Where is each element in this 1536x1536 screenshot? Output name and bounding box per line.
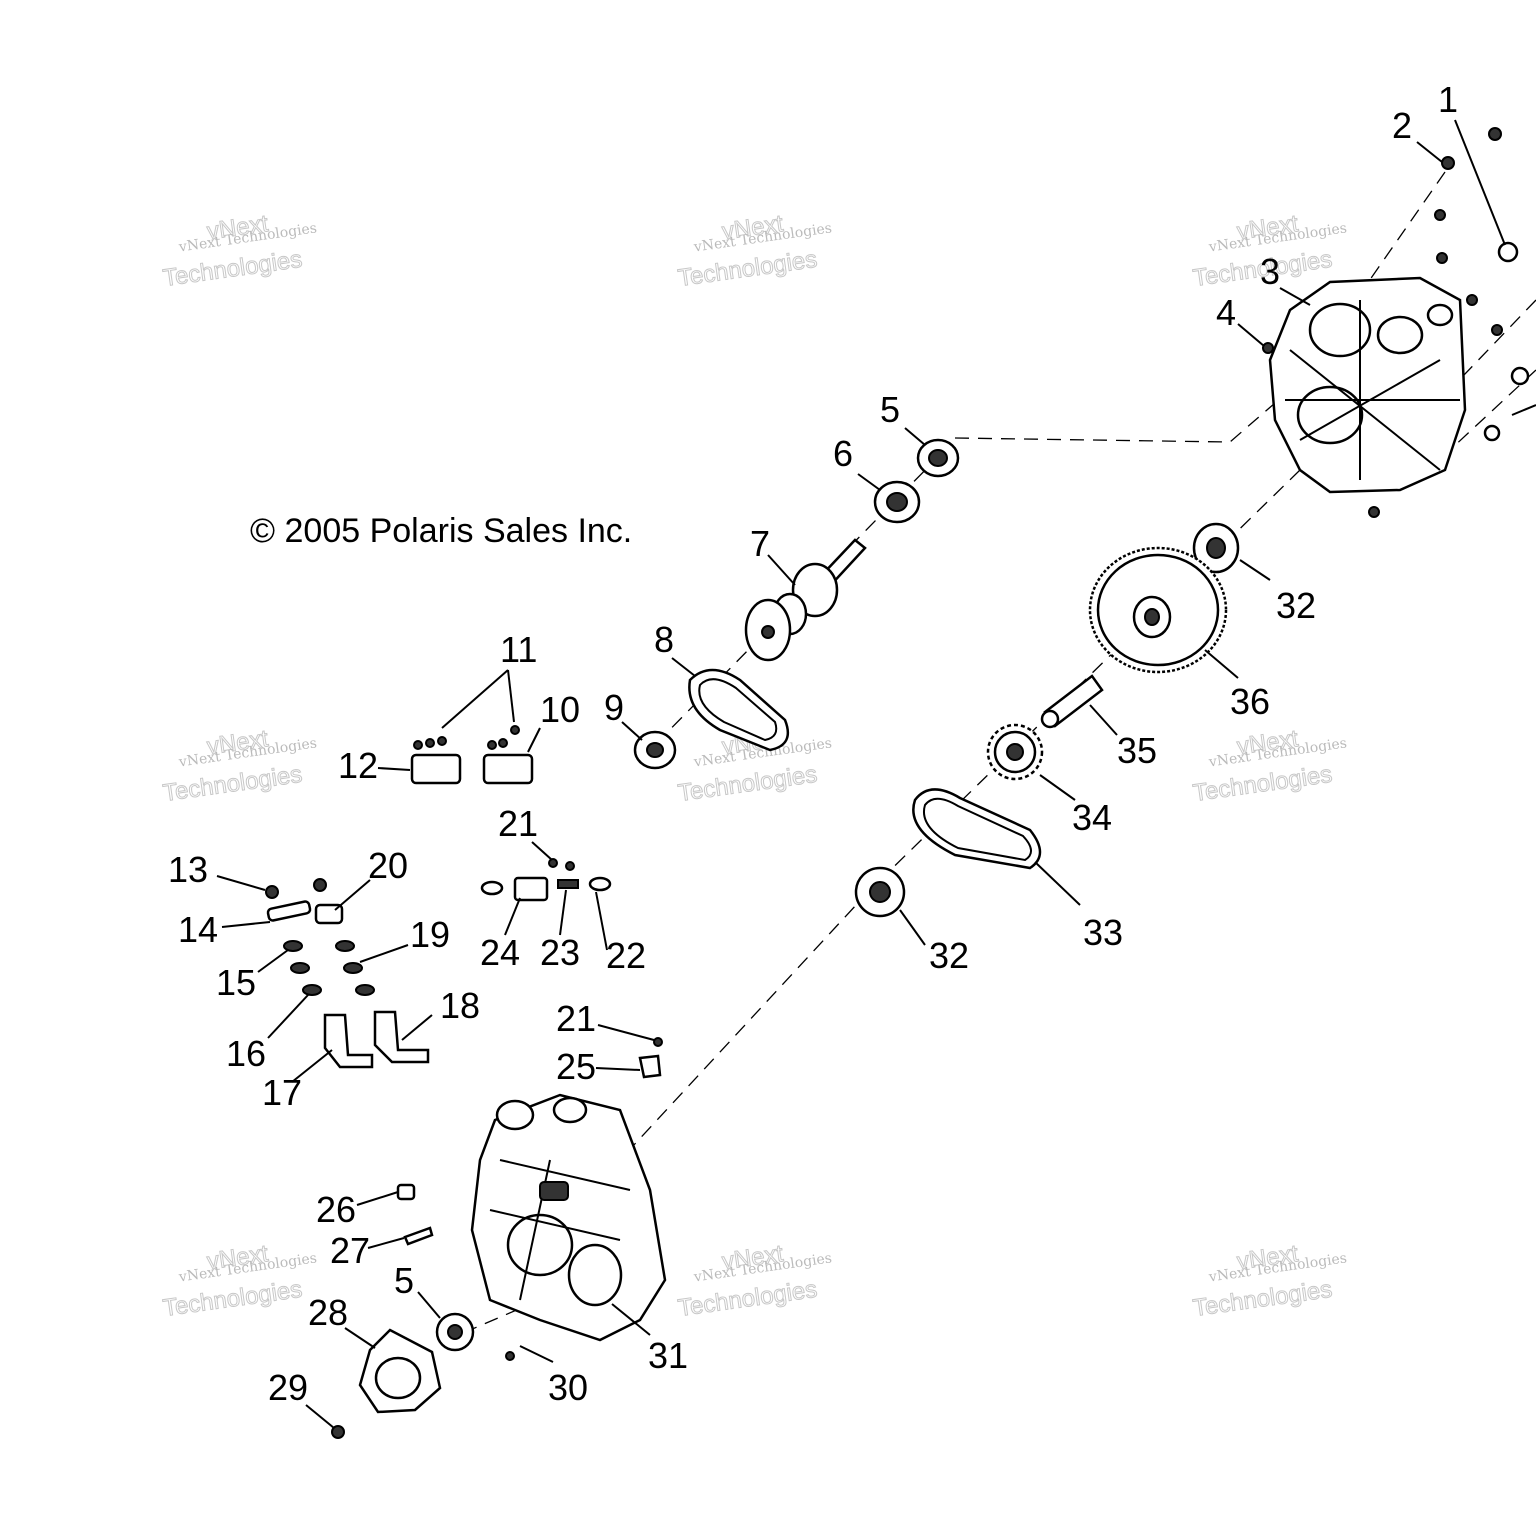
- watermark-top-left: vNext vNext Technologies Technologies: [161, 210, 318, 293]
- callout-3: 3: [1260, 251, 1280, 292]
- callout-16: 16: [226, 1033, 266, 1074]
- leader-lines: [216, 119, 1536, 1429]
- callout-33: 33: [1083, 912, 1123, 953]
- watermark-bottom-center: vNext vNext Technologies Technologies: [676, 1240, 833, 1323]
- shaft-gear-7: [744, 538, 867, 662]
- callout-32-lower: 32: [929, 935, 969, 976]
- callout-5-top: 5: [880, 389, 900, 430]
- callout-31: 31: [648, 1335, 688, 1376]
- watermark-bottom-left: vNext vNext Technologies Technologies: [161, 1240, 318, 1323]
- callout-21-upper: 21: [498, 803, 538, 844]
- chain-8: [688, 668, 790, 752]
- callout-19: 19: [410, 914, 450, 955]
- case-half-left: [470, 1093, 667, 1342]
- callout-14: 14: [178, 909, 218, 950]
- callout-30: 30: [548, 1367, 588, 1408]
- callout-7: 7: [750, 523, 770, 564]
- callout-9: 9: [604, 687, 624, 728]
- callout-5-bottom: 5: [394, 1260, 414, 1301]
- gear-36: [1088, 546, 1228, 674]
- callout-2: 2: [1392, 105, 1412, 146]
- watermark-bottom-right: vNext vNext Technologies Technologies: [1191, 1240, 1348, 1323]
- case-half-right: [1268, 276, 1467, 494]
- bearing-9: [633, 730, 677, 770]
- callout-35: 35: [1117, 730, 1157, 771]
- copyright-notice: © 2005 Polaris Sales Inc.: [250, 512, 632, 550]
- callout-13: 13: [168, 849, 208, 890]
- callout-26: 26: [316, 1189, 356, 1230]
- watermark-top-center: vNext vNext Technologies Technologies: [676, 210, 833, 293]
- watermark-mid-left: vNext vNext Technologies Technologies: [161, 725, 318, 808]
- callout-25: 25: [556, 1046, 596, 1087]
- bearing-5-top: [916, 438, 960, 478]
- callout-29: 29: [268, 1367, 308, 1408]
- shift-linkage: [265, 878, 430, 1069]
- sprocket-34: [986, 723, 1044, 781]
- callout-24: 24: [480, 932, 520, 973]
- detent-assembly: [480, 858, 612, 902]
- callout-21-lower: 21: [556, 998, 596, 1039]
- bearing-6: [873, 480, 921, 524]
- callout-32-upper: 32: [1276, 585, 1316, 626]
- switch-10: [482, 725, 534, 785]
- callout-23: 23: [540, 932, 580, 973]
- callout-1: 1: [1438, 79, 1458, 120]
- callout-34: 34: [1072, 797, 1112, 838]
- shaft-35: [1040, 674, 1104, 729]
- callout-11: 11: [500, 629, 537, 670]
- callout-15: 15: [216, 962, 256, 1003]
- callout-18: 18: [440, 985, 480, 1026]
- callout-10: 10: [540, 689, 580, 730]
- bearing-32-top: [1192, 522, 1240, 574]
- callout-28: 28: [308, 1292, 348, 1333]
- chain-33: [912, 788, 1042, 870]
- bearing-32-bottom: [854, 866, 906, 918]
- hardware-top-right: [1262, 127, 1530, 518]
- callout-4: 4: [1216, 292, 1236, 333]
- callout-12: 12: [338, 745, 378, 786]
- bracket-25: [638, 1037, 663, 1079]
- callout-labels: 1 2 3 4 5 6 7 8 9 10 11 12 13 14 15 16 1…: [168, 79, 1458, 1408]
- callout-27: 27: [330, 1230, 370, 1271]
- callout-20: 20: [368, 845, 408, 886]
- callout-6: 6: [833, 433, 853, 474]
- hardware-lower-left: [331, 1183, 515, 1439]
- callout-22: 22: [606, 935, 646, 976]
- callout-36: 36: [1230, 681, 1270, 722]
- switch-12: [410, 736, 462, 785]
- callout-8: 8: [654, 619, 674, 660]
- callout-17: 17: [262, 1072, 302, 1113]
- watermark-mid-right: vNext vNext Technologies Technologies: [1191, 725, 1348, 808]
